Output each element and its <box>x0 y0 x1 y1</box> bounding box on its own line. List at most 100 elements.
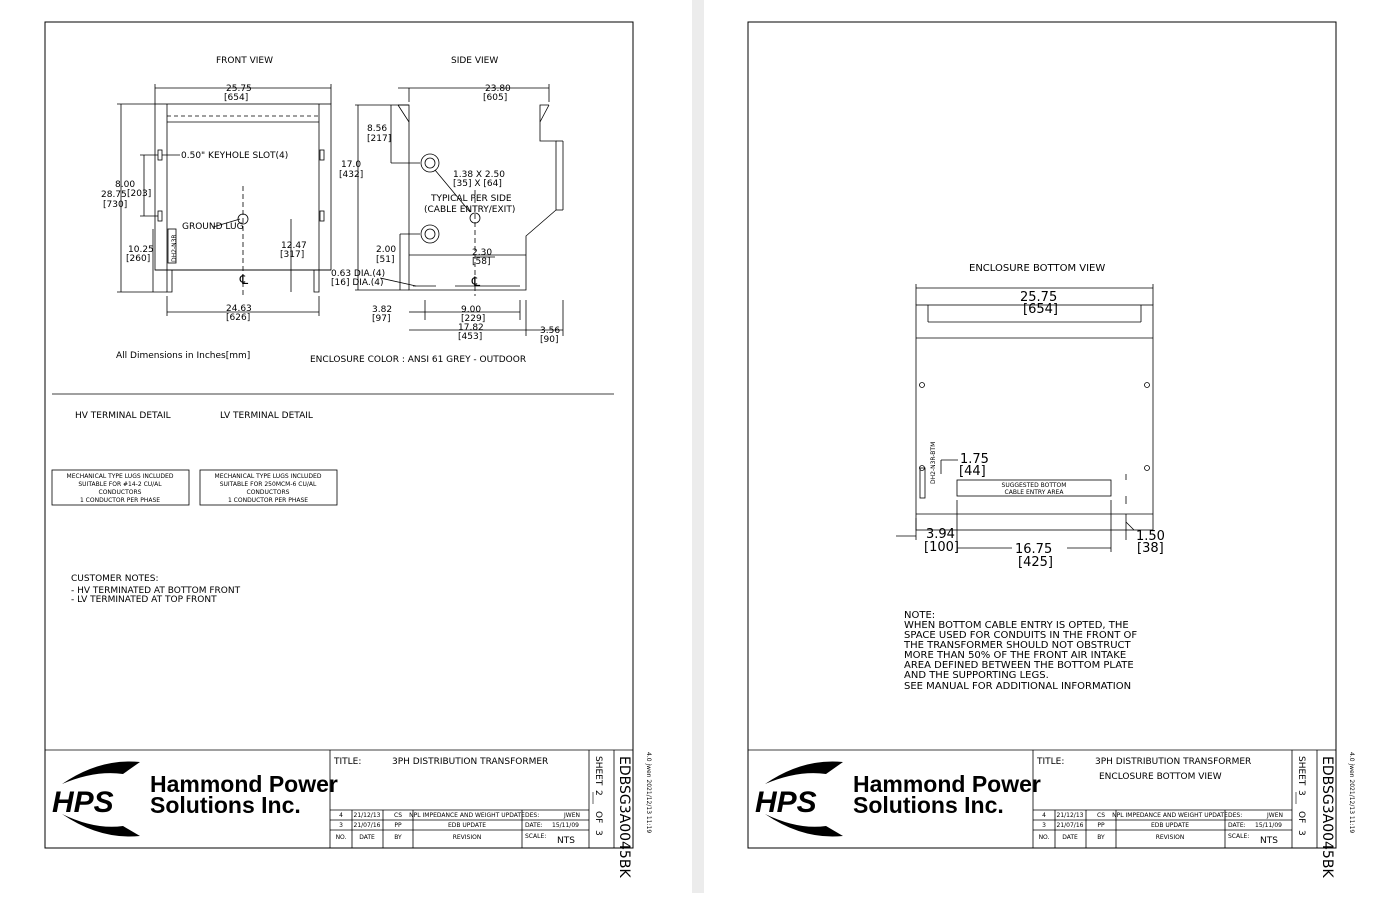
rev-date: 21/12/13 <box>354 812 381 819</box>
rev-header-no: NO. <box>1039 834 1050 841</box>
sheet-number: 2 <box>593 790 603 796</box>
cable-area-line-2: CABLE ENTRY AREA <box>1005 489 1065 496</box>
hps-logo: HPS <box>52 761 140 837</box>
center-offset-mm: [58] <box>472 257 490 267</box>
lv-terminal-title: LV TERMINAL DETAIL <box>220 411 313 421</box>
drawing-title: 3PH DISTRIBUTION TRANSFORMER <box>1095 757 1251 767</box>
keyhole-spacing-mm: [203] <box>127 189 151 199</box>
right-offset-mm: [38] <box>1137 541 1164 556</box>
revision-stamp: 4.0 jwen 2021/12/13 11:19 <box>645 752 652 833</box>
front-width-dim: 25.75 <box>226 84 252 94</box>
sheet-label: SHEET <box>1296 756 1306 786</box>
hps-logo: HPS <box>755 761 843 837</box>
side-width-dim: 23.80 <box>485 84 511 94</box>
revision-stamp: 4.0 jwen 2021/12/13 11:19 <box>1348 752 1355 833</box>
cable-area-line-1: SUGGESTED BOTTOM <box>1002 482 1067 489</box>
bottom-width-dim: 25.75 <box>1020 290 1057 305</box>
rev-desc: NPL IMPEDANCE AND WEIGHT UPDATE <box>1112 812 1228 819</box>
rev-desc: NPL IMPEDANCE AND WEIGHT UPDATE <box>409 812 525 819</box>
customer-notes-title: CUSTOMER NOTES: <box>71 574 158 584</box>
center-height: 12.47 <box>281 241 307 251</box>
scale-label: SCALE: <box>525 833 546 840</box>
base-depth-mm: [453] <box>458 332 482 342</box>
note-line: SEE MANUAL FOR ADDITIONAL INFORMATION <box>904 681 1131 692</box>
des-value: JWEN <box>563 812 580 819</box>
left-offset: 3.94 <box>926 527 955 542</box>
drawing-title: 3PH DISTRIBUTION TRANSFORMER <box>392 757 548 767</box>
company-name-1: Hammond Power <box>853 771 1041 797</box>
rev-desc: EDB UPDATE <box>1151 822 1189 829</box>
customer-note-2: - LV TERMINATED AT TOP FRONT <box>71 595 217 605</box>
note-line: THE TRANSFORMER SHOULD NOT OBSTRUCT <box>903 640 1131 651</box>
drawing-sheet-3: ENCLOSURE BOTTOM VIEW <box>704 0 1395 893</box>
hv-terminal-title: HV TERMINAL DETAIL <box>75 411 171 421</box>
front-centerline-symbol: ℄ <box>238 273 250 288</box>
side-height-mm: [432] <box>339 170 363 180</box>
front-view-title: FRONT VIEW <box>216 56 273 66</box>
foot-dim: 3.82 <box>372 305 392 315</box>
lower-dim-mm: [260] <box>126 254 150 264</box>
des-value: JWEN <box>1266 812 1283 819</box>
enclosure-color: ENCLOSURE COLOR : ANSI 61 GREY - OUTDOOR <box>310 355 526 365</box>
knockout-size-1: 1.38 X 2.50 <box>453 170 505 180</box>
knockout-size-2: [35] X [64] <box>453 179 502 189</box>
title-label: TITLE: <box>333 757 361 767</box>
of-label: OF <box>593 811 603 823</box>
note-line: NOTE: <box>904 610 935 621</box>
lv-box-line-1: MECHANICAL TYPE LUGS INCLUDED <box>215 473 322 480</box>
of-label: OF <box>1296 811 1306 823</box>
edge-dim: 1.75 <box>960 452 989 467</box>
side-view-title: SIDE VIEW <box>451 56 498 66</box>
scale-label: SCALE: <box>1228 833 1249 840</box>
rev-header-rev: REVISION <box>1156 834 1185 841</box>
hps-logo-letters: HPS <box>52 786 114 819</box>
side-height-dim: 17.0 <box>341 160 361 170</box>
rev-header-rev: REVISION <box>453 834 482 841</box>
drawing-sheet-2: FRONT VIEW <box>0 0 692 893</box>
dimensions-note: All Dimensions in Inches[mm] <box>116 351 250 361</box>
customer-note-1: - HV TERMINATED AT BOTTOM FRONT <box>71 586 241 596</box>
date-value: 15/11/09 <box>552 822 579 829</box>
bottom-entry-note: NOTE: WHEN BOTTOM CABLE ENTRY IS OPTED, … <box>903 610 1137 692</box>
base-width: 24.63 <box>226 304 252 314</box>
title-label: TITLE: <box>1036 757 1064 767</box>
hole-spacing: 9.00 <box>461 305 481 315</box>
date-value: 15/11/09 <box>1255 822 1282 829</box>
company-name-2: Solutions Inc. <box>853 792 1004 818</box>
top-dim-mm: [217] <box>367 134 391 144</box>
bottom-plate-label: DH2-N3R-BTM <box>930 442 937 484</box>
rev-header-by: BY <box>394 834 402 841</box>
rev-desc: EDB UPDATE <box>448 822 486 829</box>
overhang-dim: 3.56 <box>540 326 560 336</box>
bottom-ko-mm: [51] <box>376 255 394 265</box>
left-offset-mm: [100] <box>924 540 959 555</box>
scale-value: NTS <box>1260 836 1278 846</box>
lv-box-line-4: 1 CONDUCTOR PER PHASE <box>228 497 308 504</box>
rev-no: 4 <box>339 812 343 819</box>
base-width-mm: [626] <box>226 313 250 323</box>
keyhole-note: 0.50" KEYHOLE SLOT(4) <box>181 151 288 161</box>
sheet-label: SHEET <box>593 756 603 786</box>
lv-box-line-3: CONDUCTORS <box>247 489 290 496</box>
sheet-total: 3 <box>593 830 603 836</box>
side-width-mm: [605] <box>483 93 507 103</box>
typical-note: TYPICAL PER SIDE <box>430 194 512 204</box>
note-line: SPACE USED FOR CONDUITS IN THE FRONT OF <box>904 630 1137 641</box>
sheet-2-drawing: FRONT VIEW <box>44 21 652 878</box>
note-line: AND THE SUPPORTING LEGS. <box>904 670 1049 681</box>
date-label: DATE: <box>1228 822 1246 829</box>
rev-date: 21/12/13 <box>1057 812 1084 819</box>
base-depth: 17.82 <box>458 323 484 333</box>
date-label: DATE: <box>525 822 543 829</box>
rev-header-by: BY <box>1097 834 1105 841</box>
front-plate-label: DH2-N3R <box>171 234 178 262</box>
scale-value: NTS <box>557 836 575 846</box>
bottom-ko-dim: 2.00 <box>376 245 396 255</box>
area-width: 16.75 <box>1015 542 1052 557</box>
note-line: AREA DEFINED BETWEEN THE BOTTOM PLATE <box>904 660 1134 671</box>
rev-by: CS <box>1097 812 1105 819</box>
drawing-number: EDBSG3A0045BK <box>616 756 632 878</box>
des-label: DES: <box>1228 812 1242 819</box>
front-width-mm: [654] <box>224 93 248 103</box>
company-name-2: Solutions Inc. <box>150 792 301 818</box>
